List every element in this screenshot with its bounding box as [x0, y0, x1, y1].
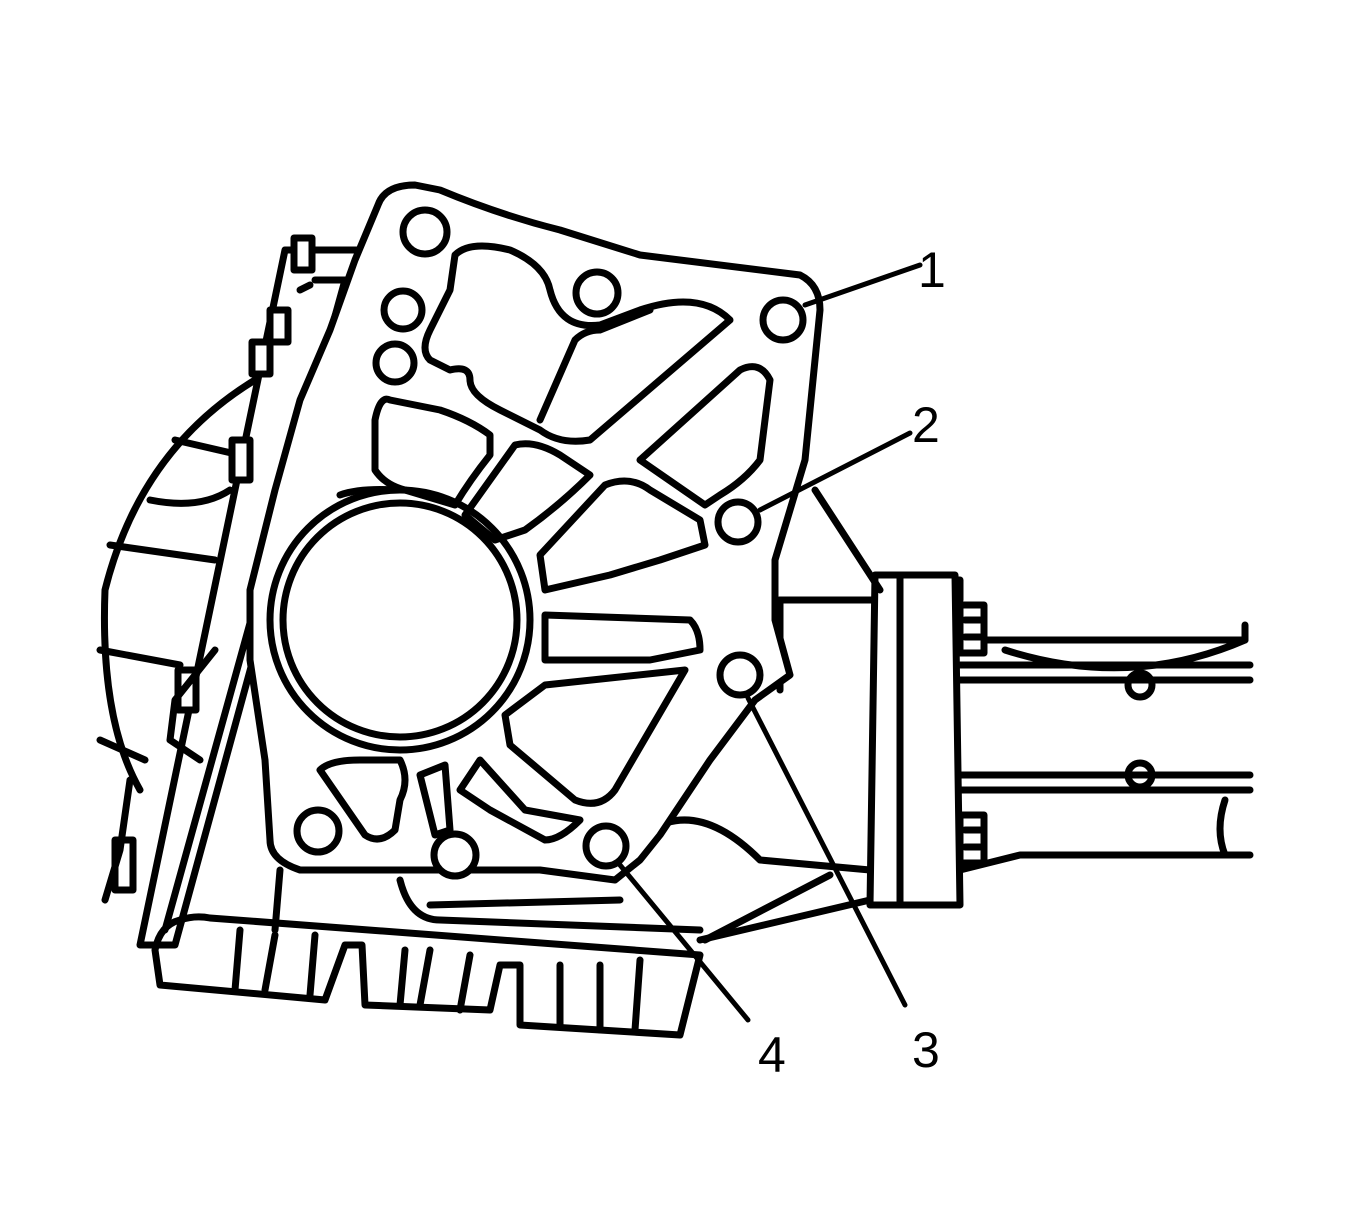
bolt-hole: [372, 340, 418, 386]
bolt-hole: [380, 287, 426, 333]
callout-label-3: 3: [912, 1022, 940, 1078]
bolt-hole: [572, 268, 622, 318]
leader-line-1: [802, 262, 923, 308]
bolt-hole-callout-1: [759, 296, 807, 344]
housing-fins: [151, 913, 704, 1039]
bolt-hole: [399, 206, 451, 258]
leader-line-3: [745, 695, 908, 1008]
bolt-hole-callout-4: [582, 822, 630, 870]
leader-line-2: [757, 430, 913, 513]
bolt-holes: [293, 206, 807, 880]
axle-tube: [776, 576, 1254, 874]
callout-label-2: 2: [912, 397, 940, 453]
leader-line-4: [617, 862, 751, 1023]
tube-flange: [866, 571, 988, 909]
callout-label-1: 1: [918, 242, 946, 298]
bolt-hole: [430, 830, 480, 880]
bolt-hole-callout-3: [716, 651, 764, 699]
bolt-hole-callout-2: [714, 498, 762, 546]
callout-leaders: [617, 262, 923, 1023]
bolt-hole: [293, 806, 343, 856]
callout-label-4: 4: [758, 1027, 786, 1083]
